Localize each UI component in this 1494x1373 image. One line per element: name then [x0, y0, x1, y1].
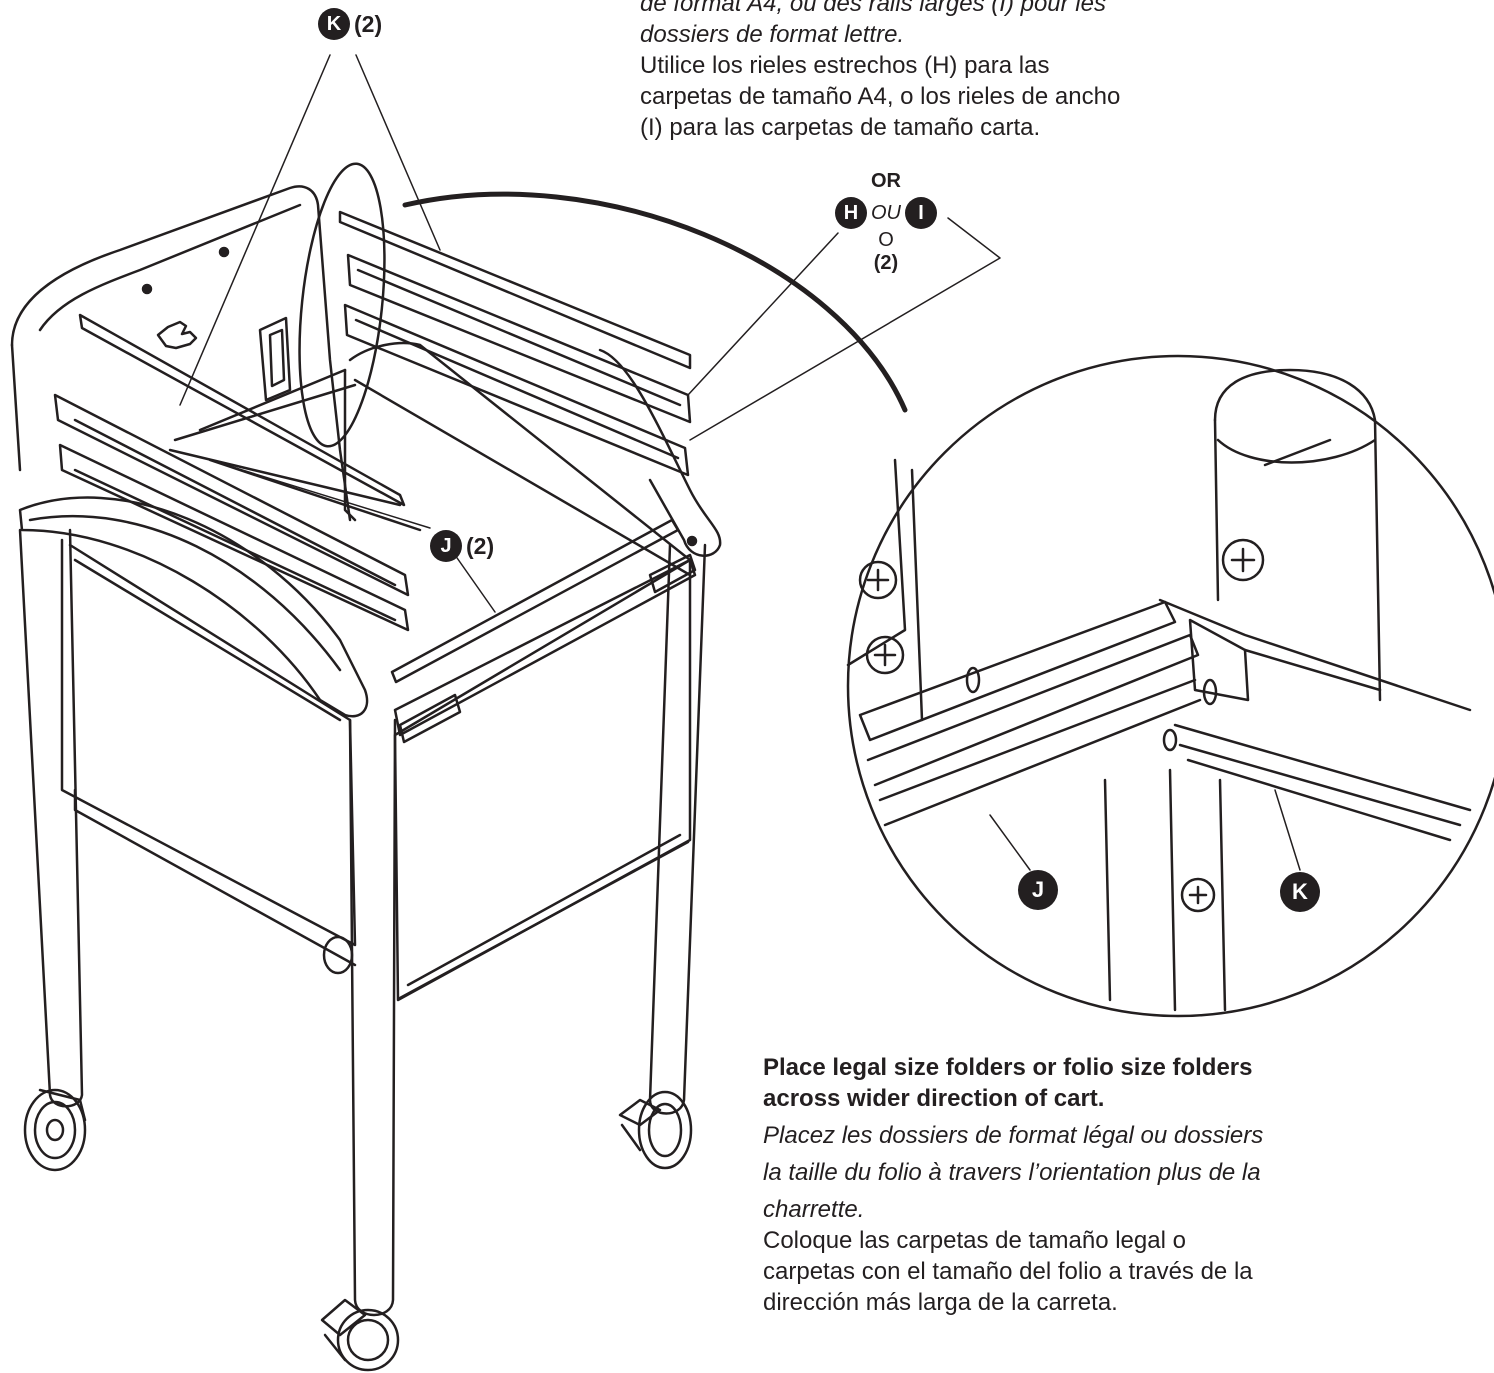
badge-h: H — [835, 197, 867, 229]
callout-j: J (2) — [430, 530, 494, 562]
detail-badge-j: J — [1018, 870, 1058, 910]
top-instructions: de format A4, ou des rails larges (I) po… — [640, 0, 1200, 143]
badge-j: J — [430, 530, 462, 562]
right-back-post — [598, 348, 722, 557]
caster-middle-front — [320, 1298, 400, 1372]
top-french-line2: dossiers de format lettre. — [640, 21, 905, 48]
bottom-french-line1: Placez les dossiers de format légal ou d… — [763, 1122, 1264, 1149]
bottom-french-line2: la taille du folio à travers l’orientati… — [763, 1159, 1261, 1186]
bottom-english-line2: across wider direction of cart. — [763, 1085, 1105, 1112]
caster-left-front — [23, 1088, 87, 1172]
detail-arrow — [402, 191, 908, 413]
middle-front-leg — [348, 718, 397, 1317]
or-french: OU — [871, 201, 901, 224]
or-spanish: O — [878, 229, 894, 251]
back-panel — [10, 185, 352, 522]
top-spanish-line1: Utilice los rieles estrechos (H) para la… — [640, 52, 1050, 79]
side-panel — [393, 558, 692, 1002]
or-english: OR — [871, 170, 901, 192]
callout-k: K (2) — [318, 8, 382, 40]
left-front-leg — [18, 528, 84, 1108]
badge-k: K — [318, 8, 350, 40]
detail-circle — [846, 354, 1494, 1018]
bottom-spanish-line3: dirección más larga de la carreta. — [763, 1289, 1118, 1316]
bottom-spanish-line2: carpetas con el tamaño del folio a travé… — [763, 1258, 1253, 1285]
callout-j-qty: (2) — [466, 532, 495, 559]
bottom-instructions: Place legal size folders or folio size f… — [763, 1052, 1363, 1318]
rail-left-upper — [53, 393, 410, 597]
top-french-line1: de format A4, ou des rails larges (I) po… — [640, 0, 1106, 17]
detail-contents — [846, 368, 1472, 1012]
detail-label-j: J — [1018, 870, 1058, 910]
detail-highlight-ellipse — [298, 162, 386, 448]
rail-back-3 — [343, 303, 690, 477]
bottom-english-line1: Place legal size folders or folio size f… — [763, 1054, 1253, 1081]
detail-label-k: K — [1280, 872, 1320, 912]
right-front-leg — [648, 543, 707, 1115]
front-panel — [60, 538, 357, 947]
top-spanish-line3: (I) para las carpetas de tamaño carta. — [640, 114, 1041, 141]
rod-front — [390, 518, 680, 684]
callout-k-qty: (2) — [354, 10, 383, 37]
detail-badge-k: K — [1280, 872, 1320, 912]
caster-right-front — [618, 1090, 693, 1170]
badge-i: I — [905, 197, 937, 229]
rail-option-row: H OU I — [816, 197, 956, 229]
rail-left-lower — [58, 443, 410, 632]
top-spanish-line2: carpetas de tamaño A4, o los rieles de a… — [640, 83, 1121, 110]
rail-back-1 — [338, 210, 692, 370]
rail-back-2 — [346, 253, 692, 424]
rail-option-block: OR H OU I O (2) — [816, 170, 956, 275]
bottom-spanish-line1: Coloque las carpetas de tamaño legal o — [763, 1227, 1186, 1254]
bottom-french-line3: charrette. — [763, 1196, 865, 1223]
rail-option-quantity: (2) — [873, 252, 899, 274]
